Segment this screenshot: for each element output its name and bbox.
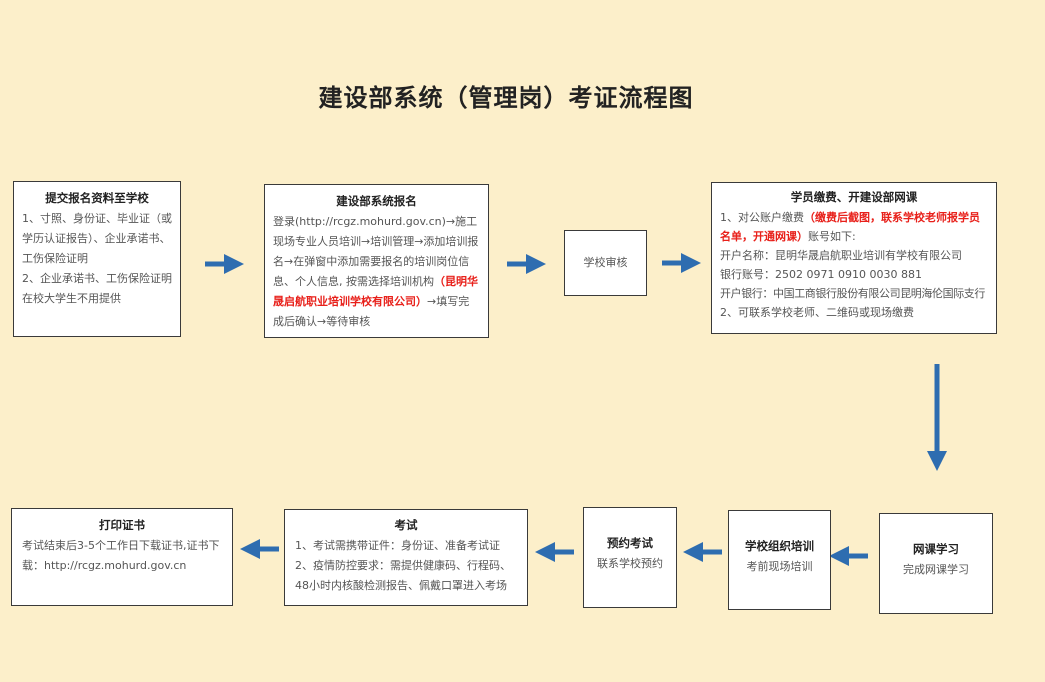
step-booking-text: 联系学校预约 [597,557,663,570]
step-register-text: 登录(http://rcgz.mohurd.gov.cn)→施工现场专业人员培训… [273,212,480,332]
step-exam-heading: 考试 [394,518,418,532]
step-online-study-text: 完成网课学习 [903,563,969,576]
step-booking-heading: 预约考试 [607,536,653,550]
step-certificate-text: 考试结束后3-5个工作日下载证书,证书下载：http://rcgz.mohurd… [22,539,220,572]
step-online-study-box: 网课学习 完成网课学习 [879,513,993,614]
step-certificate-box: 打印证书 考试结束后3-5个工作日下载证书,证书下载：http://rcgz.m… [11,508,233,606]
step-payment-bank: 开户银行：中国工商银行股份有限公司昆明海伦国际支行 [720,287,985,300]
step-exam-line-1: 1、考试需携带证件：身份证、准备考试证 [295,539,500,552]
step-register-text-pre: 登录(http://rcgz.mohurd.gov.cn)→施工现场专业人员培训… [273,215,479,288]
step-submit-box: 提交报名资料至学校 1、寸照、身份证、毕业证（或学历认证报告）、企业承诺书、工伤… [13,181,181,337]
step-submit-heading: 提交报名资料至学校 [45,191,149,205]
step-exam-line-2: 2、疫情防控要求：需提供健康码、行程码、48小时内核酸检测报告、佩戴口罩进入考场 [295,559,511,592]
step-training-box: 学校组织培训 考前现场培训 [728,510,831,610]
step-payment-account-name: 开户名称：昆明华晟启航职业培训有学校有限公司 [720,249,962,262]
step-review-label: 学校审核 [583,256,628,269]
step-review-box: 学校审核 [564,230,647,296]
step-payment-notice: （缴费后截图，联系学校老师报学员名单，开通网课） [720,211,980,243]
step-payment-line-1-post: 账号如下: [808,230,856,243]
step-payment-line-1: 1、对公账户缴费（缴费后截图，联系学校老师报学员名单，开通网课）账号如下: [720,208,988,246]
step-payment-box: 学员缴费、开建设部网课 1、对公账户缴费（缴费后截图，联系学校老师报学员名单，开… [711,182,997,334]
step-payment-line-1-pre: 1、对公账户缴费 [720,211,804,224]
step-register-text-post: →填写完成后确认→等待审核 [273,295,470,328]
step-payment-account-number: 银行账号：2502 0971 0910 0030 881 [720,268,922,281]
step-booking-box: 预约考试 联系学校预约 [583,507,677,608]
step-online-study-heading: 网课学习 [913,542,959,556]
step-payment-heading: 学员缴费、开建设部网课 [790,190,918,204]
step-submit-line-1: 1、寸照、身份证、毕业证（或学历认证报告）、企业承诺书、工伤保险证明 [22,212,172,265]
step-training-heading: 学校组织培训 [745,539,814,553]
step-exam-box: 考试 1、考试需携带证件：身份证、准备考试证 2、疫情防控要求：需提供健康码、行… [284,509,528,606]
page-title: 建设部系统（管理岗）考证流程图 [318,84,694,112]
step-register-box: 建设部系统报名 登录(http://rcgz.mohurd.gov.cn)→施工… [264,184,489,338]
step-submit-line-2: 2、企业承诺书、工伤保险证明在校大学生不用提供 [22,272,172,305]
step-register-school-name: （昆明华晟启航职业培训学校有限公司） [273,275,478,308]
step-payment-line-2: 2、可联系学校老师、二维码或现场缴费 [720,306,914,319]
step-training-text: 考前现场培训 [746,560,813,573]
step-certificate-heading: 打印证书 [99,518,145,532]
step-register-heading: 建设部系统报名 [336,194,417,208]
